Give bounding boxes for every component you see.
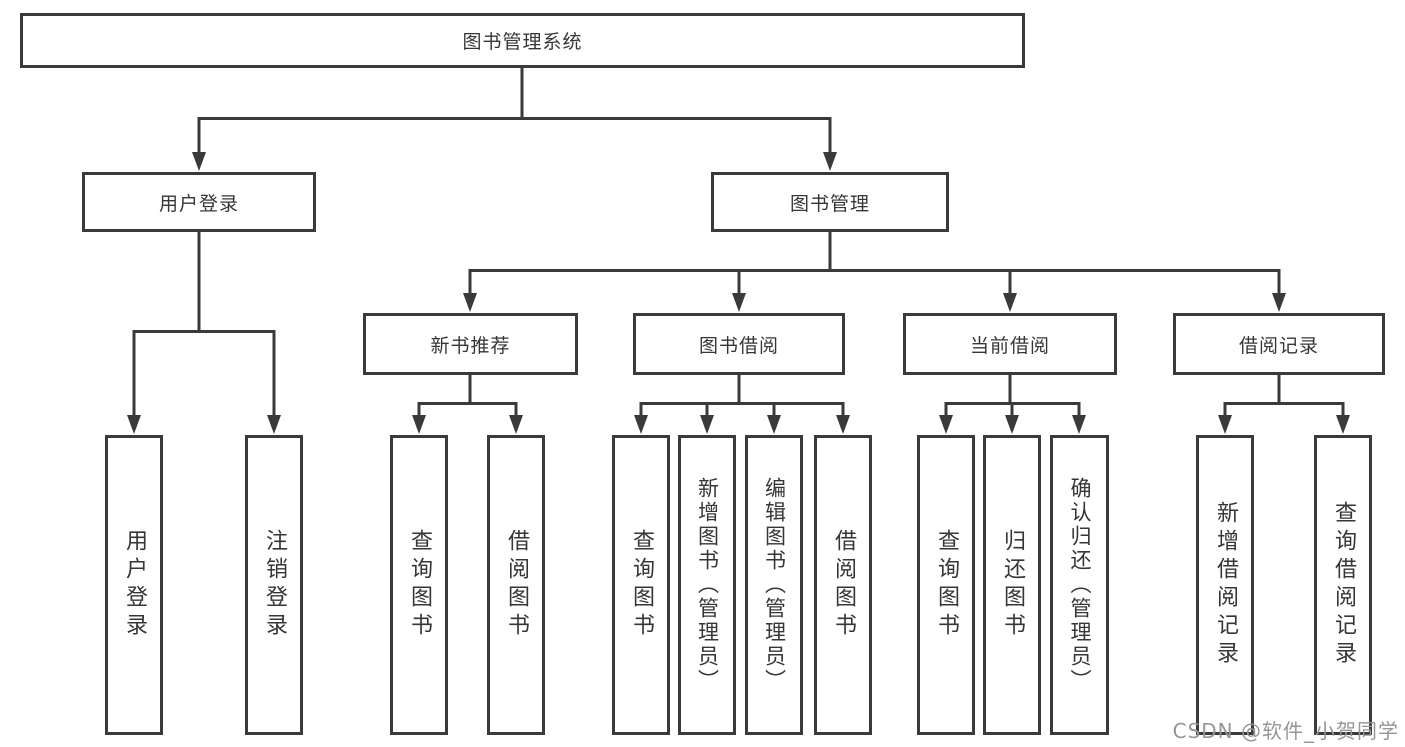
node-new-book-rec-label: 新书推荐	[430, 334, 511, 357]
leaf-return-books-label: 归还图书	[1000, 529, 1025, 641]
connector-book-mgmt-to-level3	[463, 232, 1286, 312]
connector-current-borrow-to-leaves	[939, 375, 1086, 434]
leaf-query-books-3: 查询图书	[917, 435, 975, 735]
leaf-query-books-1: 查询图书	[390, 435, 448, 735]
connector-root-to-level2	[192, 68, 837, 171]
connector-new-book-to-leaves	[412, 375, 523, 434]
leaf-user-login: 用户登录	[105, 435, 163, 735]
leaf-confirm-return-admin: 确认归还（管理员）	[1050, 435, 1109, 735]
leaf-add-books-admin: 新增图书（管理员）	[678, 435, 736, 735]
leaf-borrow-books-2-label: 借阅图书	[831, 529, 856, 641]
leaf-logout: 注销登录	[245, 435, 303, 735]
csdn-watermark: CSDN @软件_小贺同学	[1172, 719, 1399, 743]
leaf-query-borrow-record: 查询借阅记录	[1314, 435, 1372, 735]
node-current-borrow-label: 当前借阅	[969, 334, 1050, 357]
leaf-confirm-return-admin-label: 确认归还（管理员）	[1068, 477, 1092, 693]
connector-user-login-to-leaves	[127, 232, 281, 434]
node-current-borrow: 当前借阅	[903, 313, 1117, 375]
node-user-login: 用户登录	[82, 172, 316, 232]
leaf-logout-label: 注销登录	[262, 529, 287, 641]
leaf-query-books-3-label: 查询图书	[934, 529, 959, 641]
node-book-borrow: 图书借阅	[633, 313, 845, 375]
leaf-user-login-label: 用户登录	[122, 529, 147, 641]
leaf-query-books-2-label: 查询图书	[629, 529, 654, 641]
leaf-query-books-1-label: 查询图书	[407, 529, 432, 641]
leaf-query-books-2: 查询图书	[612, 435, 670, 735]
leaf-edit-books-admin-label: 编辑图书（管理员）	[762, 477, 787, 693]
connector-book-borrow-to-leaves	[634, 375, 850, 434]
connector-borrow-record-to-leaves	[1218, 375, 1350, 434]
node-borrow-record-label: 借阅记录	[1238, 334, 1319, 357]
leaf-add-borrow-record-label: 新增借阅记录	[1213, 501, 1238, 669]
leaf-borrow-books-1: 借阅图书	[487, 435, 545, 735]
node-root: 图书管理系统	[20, 13, 1025, 68]
leaf-return-books: 归还图书	[983, 435, 1041, 735]
node-book-borrow-label: 图书借阅	[698, 334, 779, 357]
leaf-add-borrow-record: 新增借阅记录	[1196, 435, 1254, 735]
node-user-login-label: 用户登录	[158, 192, 239, 215]
node-borrow-record: 借阅记录	[1173, 313, 1385, 375]
node-book-mgmt: 图书管理	[711, 172, 949, 232]
leaf-query-borrow-record-label: 查询借阅记录	[1331, 501, 1356, 669]
leaf-borrow-books-1-label: 借阅图书	[504, 529, 529, 641]
node-book-mgmt-label: 图书管理	[789, 192, 870, 215]
leaf-add-books-admin-label: 新增图书（管理员）	[695, 477, 720, 693]
node-new-book-rec: 新书推荐	[363, 313, 578, 375]
leaf-borrow-books-2: 借阅图书	[814, 435, 872, 735]
node-root-label: 图书管理系统	[462, 31, 583, 53]
leaf-edit-books-admin: 编辑图书（管理员）	[745, 435, 803, 735]
